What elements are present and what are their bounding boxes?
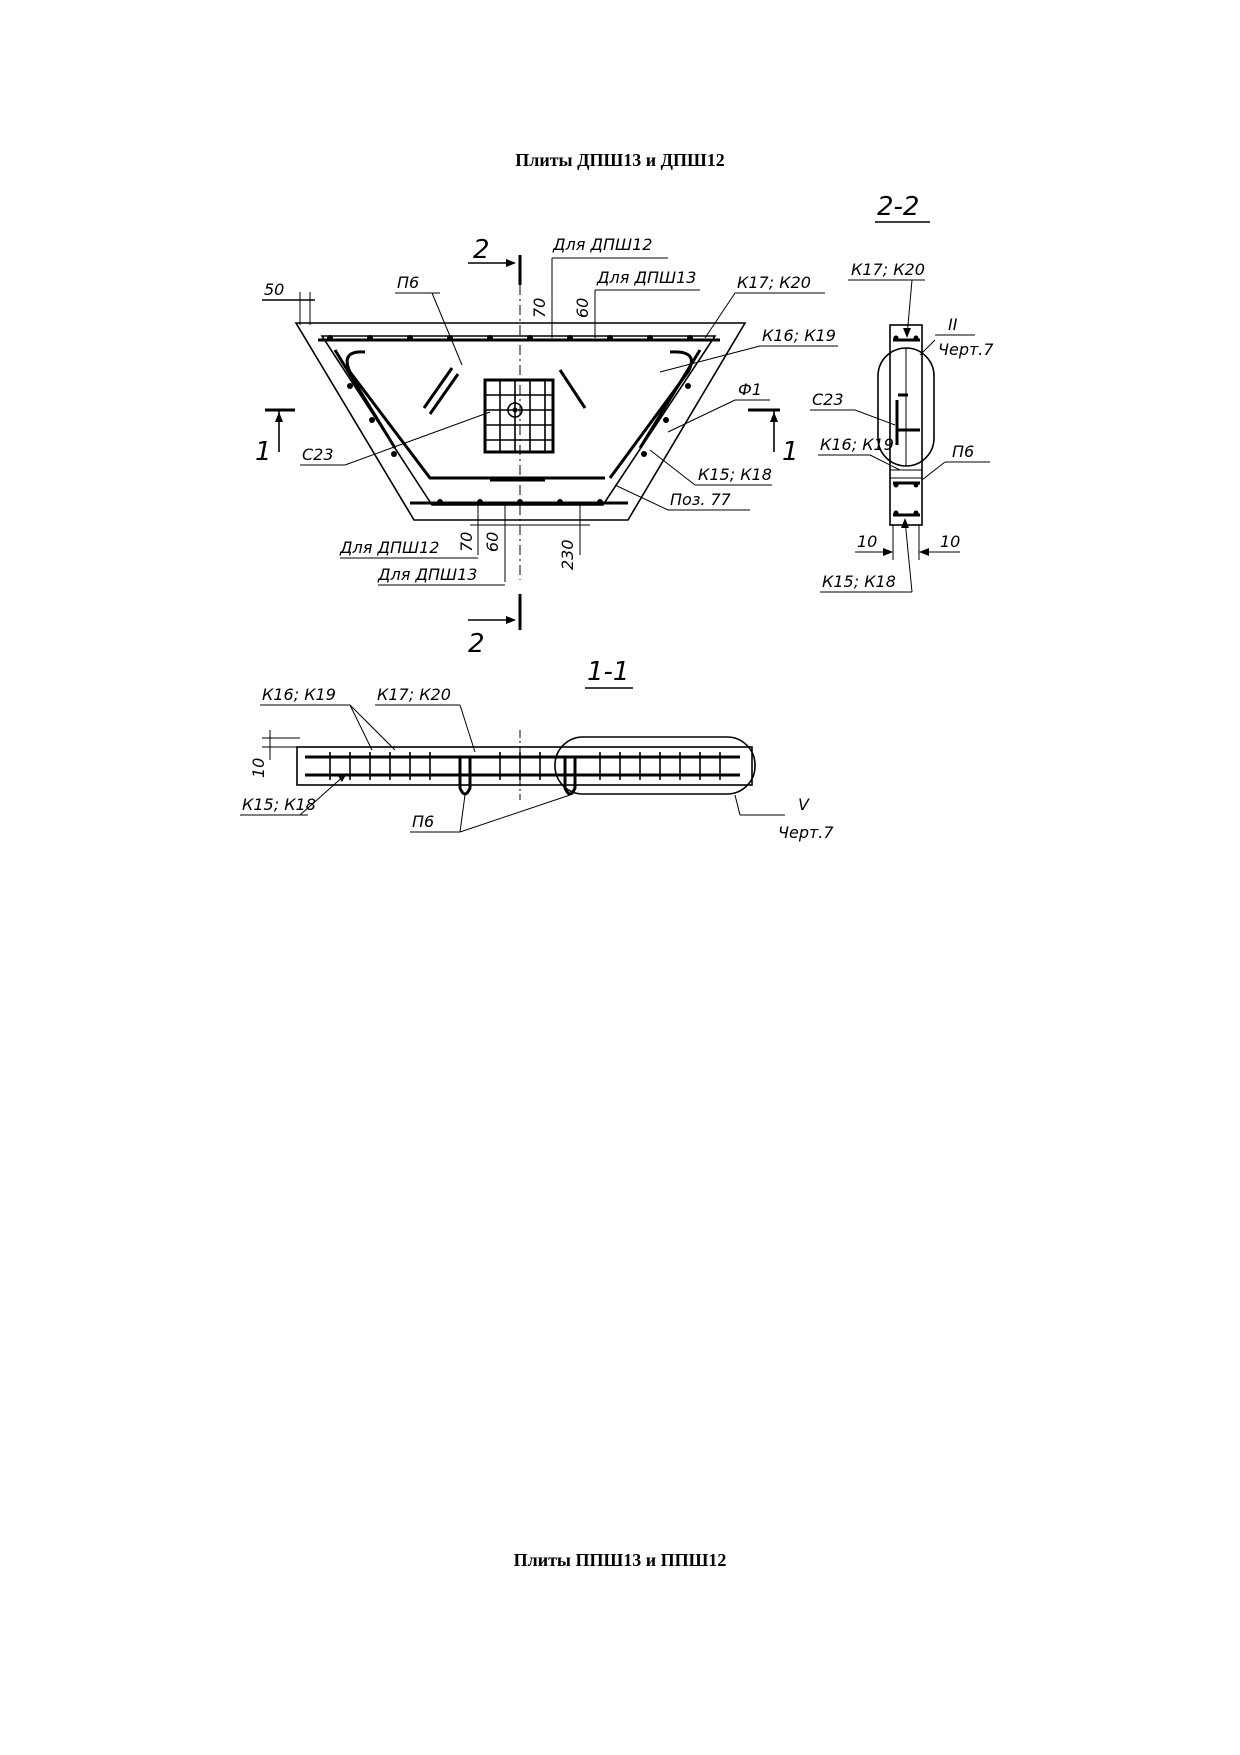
- section-2-label-bottom: 2: [468, 629, 485, 659]
- stirrups: [329, 752, 721, 780]
- section-2-2-title: 2-2: [877, 192, 919, 222]
- section-1-label-right: 1: [782, 437, 799, 467]
- p6-bar-left-2: [428, 373, 460, 415]
- dim-230: 230: [558, 539, 577, 570]
- s22-label-k16-k19: К16; К19: [820, 435, 894, 454]
- section-1-label-left: 1: [255, 437, 272, 467]
- cage-outline: [320, 335, 717, 506]
- s22-label-p6: П6: [952, 442, 974, 461]
- section-2-label-top: 2: [473, 235, 490, 265]
- s22-dim-10-left: 10: [857, 532, 877, 551]
- s22-label-k17-k20: К17; К20: [851, 260, 925, 279]
- heading-ppsh: Плиты ППШ13 и ППШ12: [513, 1550, 727, 1570]
- p6-bar-left: [422, 367, 454, 409]
- dim-60-bottom: 60: [483, 532, 502, 552]
- label-k16-k19: К16; К19: [762, 326, 836, 345]
- label-k15-k18: К15; К18: [698, 465, 772, 484]
- dim-70-bottom: 70: [457, 532, 476, 552]
- side-bar-right-1: [638, 349, 702, 449]
- dim-70-top: 70: [530, 298, 549, 318]
- label-k17-k20: К17; К20: [737, 273, 811, 292]
- section-1-1-title: 1-1: [587, 657, 629, 687]
- s22-label-ref: II: [948, 315, 958, 334]
- label-for-dpsh13-top: Для ДПШ13: [596, 268, 696, 287]
- loop-left: [345, 350, 605, 480]
- s22-label-chert: Черт.7: [938, 340, 994, 359]
- heading-dpsh: Плиты ДПШ13 и ДПШ12: [515, 150, 725, 170]
- dim-50: 50: [264, 280, 284, 299]
- dim-60-top: 60: [573, 298, 592, 318]
- s22-label-c23: С23: [812, 390, 844, 409]
- label-for-dpsh12-bottom: Для ДПШ12: [339, 538, 439, 557]
- section-2-2: 2-2 К17; К20 II Черт.7 С23: [810, 192, 994, 593]
- s11-label-p6: П6: [412, 812, 434, 831]
- s11-label-k17-k20: К17; К20: [377, 685, 451, 704]
- s22-dim-10-right: 10: [940, 532, 960, 551]
- s11-label-ref: V: [798, 795, 810, 814]
- label-p6: П6: [397, 273, 419, 292]
- label-f1: Ф1: [738, 380, 762, 399]
- section-1-1-callout: [554, 736, 756, 795]
- mesh-c23: [483, 378, 555, 454]
- s22-label-k15-k18: К15; К18: [822, 572, 896, 591]
- s11-label-k16-k19: К16; К19: [262, 685, 336, 704]
- label-for-dpsh12-top: Для ДПШ12: [552, 235, 652, 254]
- section-1-1-body: [296, 746, 753, 786]
- label-c23: С23: [302, 445, 334, 464]
- loop-right: [608, 350, 693, 479]
- p6-bar-right: [558, 369, 587, 409]
- s11-dim-10: 10: [249, 758, 268, 778]
- section-1-1: 1-1: [240, 657, 834, 842]
- rebar-dots: [327, 335, 693, 505]
- label-poz77: Поз. 77: [670, 490, 732, 509]
- s11-label-chert: Черт.7: [778, 823, 834, 842]
- side-bar-left-1: [333, 349, 397, 449]
- plan-view: 2 2 1 1 50 70 60 Для ДПШ12 Для ДПШ13 П6: [255, 235, 838, 659]
- s11-label-k15-k18: К15; К18: [242, 795, 316, 814]
- label-for-dpsh13-bottom: Для ДПШ13: [377, 565, 477, 584]
